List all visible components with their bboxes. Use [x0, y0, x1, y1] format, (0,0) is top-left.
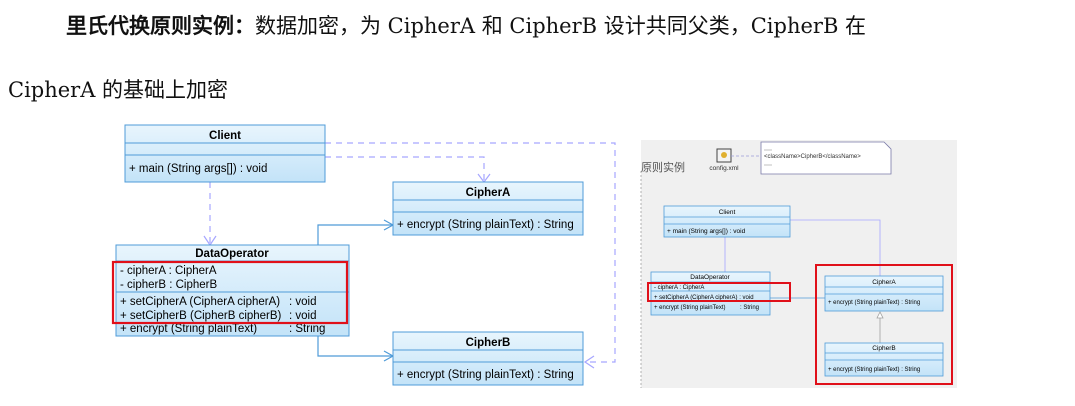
method-encrypt-return: : String	[289, 323, 325, 335]
class-name: CipherA	[872, 279, 896, 286]
attribute-cipherb: - cipherB : CipherB	[120, 279, 217, 291]
class-name: Client	[209, 130, 241, 142]
paragraph-line-2: CipherA 的基础上加密	[8, 78, 229, 102]
xml-note-text: <className>CipherB</className>	[764, 154, 861, 160]
highlight-box-ciphers	[815, 264, 953, 385]
class-dataoperator: DataOperator - cipherA : CipherA + setCi…	[647, 271, 791, 316]
attribute-ciphera: - cipherA : CipherA	[120, 265, 217, 277]
method-main: + main (String args[]) : void	[667, 228, 746, 235]
method-encrypt: + encrypt (String plainText)	[120, 323, 257, 335]
class-cipherb: CipherB + encrypt (String plainText) : S…	[824, 342, 944, 377]
method-encrypt: + encrypt (String plainText)	[654, 305, 726, 311]
method-setciphera: + setCipherA (CipherA cipherA) : void	[654, 295, 754, 301]
method-encrypt-return: : String	[740, 305, 759, 311]
method-main: + main (String args[]) : void	[129, 163, 267, 175]
method-encrypt: + encrypt (String plainText) : String	[828, 367, 920, 373]
method-encrypt: + encrypt (String plainText) : String	[828, 300, 920, 306]
association-dataoperator-ciphera	[317, 224, 393, 245]
class-ciphera: CipherA + encrypt (String plainText) : S…	[392, 181, 584, 236]
config-file-icon: config.xml	[709, 148, 739, 172]
association-dataoperator-cipherb	[317, 336, 393, 357]
left-connectors	[203, 142, 616, 369]
highlight-box	[111, 260, 349, 325]
example-description: 数据加密，为 CipherA 和 CipherB 设计共同父类，CipherB …	[255, 14, 867, 38]
class-name: CipherB	[872, 345, 895, 352]
class-ciphera: CipherA + encrypt (String plainText) : S…	[824, 275, 944, 312]
class-name: DataOperator	[690, 274, 730, 281]
config-file-label: config.xml	[709, 165, 739, 172]
class-name: CipherA	[466, 187, 511, 199]
method-setciphera-return: : void	[289, 296, 317, 308]
class-name: CipherB	[466, 337, 511, 349]
dependency-client-cipherb	[325, 142, 616, 363]
dependency-client-ciphera	[325, 156, 485, 182]
class-dataoperator: DataOperator - cipherA : CipherA - ciphe…	[111, 244, 350, 337]
class-name: Client	[719, 209, 736, 216]
attribute-ciphera: - cipherA : CipherA	[654, 285, 704, 291]
class-client: Client + main (String args[]) : void	[663, 205, 791, 238]
example-title: 里氏代换原则实例：	[66, 13, 255, 38]
class-client: Client + main (String args[]) : void	[124, 124, 326, 183]
method-encrypt: + encrypt (String plainText) : String	[397, 369, 574, 381]
highlight-box	[647, 282, 791, 302]
side-label: 原则实例	[641, 160, 685, 174]
class-cipherb: CipherB + encrypt (String plainText) : S…	[392, 331, 584, 386]
class-name: DataOperator	[195, 248, 269, 260]
method-setcipherb: + setCipherB (CipherB cipherB)	[120, 310, 282, 322]
method-setcipherb-return: : void	[289, 310, 317, 322]
method-encrypt: + encrypt (String plainText) : String	[397, 219, 574, 231]
paragraph-line-1: 里氏代换原则实例：数据加密，为 CipherA 和 CipherB 设计共同父类…	[66, 10, 866, 40]
method-setciphera: + setCipherA (CipherA cipherA)	[120, 296, 280, 308]
xml-note: <className>CipherB</className>	[760, 141, 892, 175]
